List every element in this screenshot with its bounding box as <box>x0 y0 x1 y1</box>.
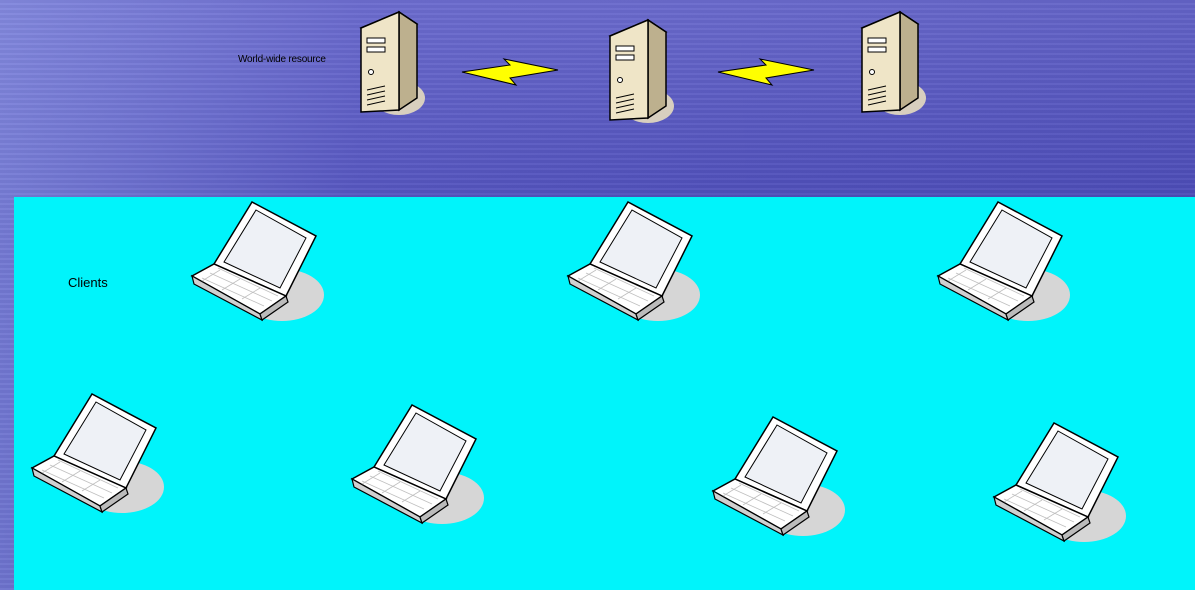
laptop-icon <box>190 200 324 324</box>
laptop-icon <box>350 403 484 527</box>
network-link-icon <box>716 56 816 88</box>
world-wide-resource-label: World-wide resource <box>238 54 326 65</box>
server-icon <box>604 14 676 129</box>
server-icon <box>355 6 427 121</box>
laptop-icon <box>566 200 700 324</box>
network-link-icon <box>460 56 560 88</box>
laptop-icon <box>30 392 164 516</box>
laptop-icon <box>711 415 845 539</box>
clients-label: Clients <box>68 275 108 290</box>
laptop-icon <box>936 200 1070 324</box>
laptop-icon <box>992 421 1126 545</box>
server-icon <box>856 6 928 121</box>
